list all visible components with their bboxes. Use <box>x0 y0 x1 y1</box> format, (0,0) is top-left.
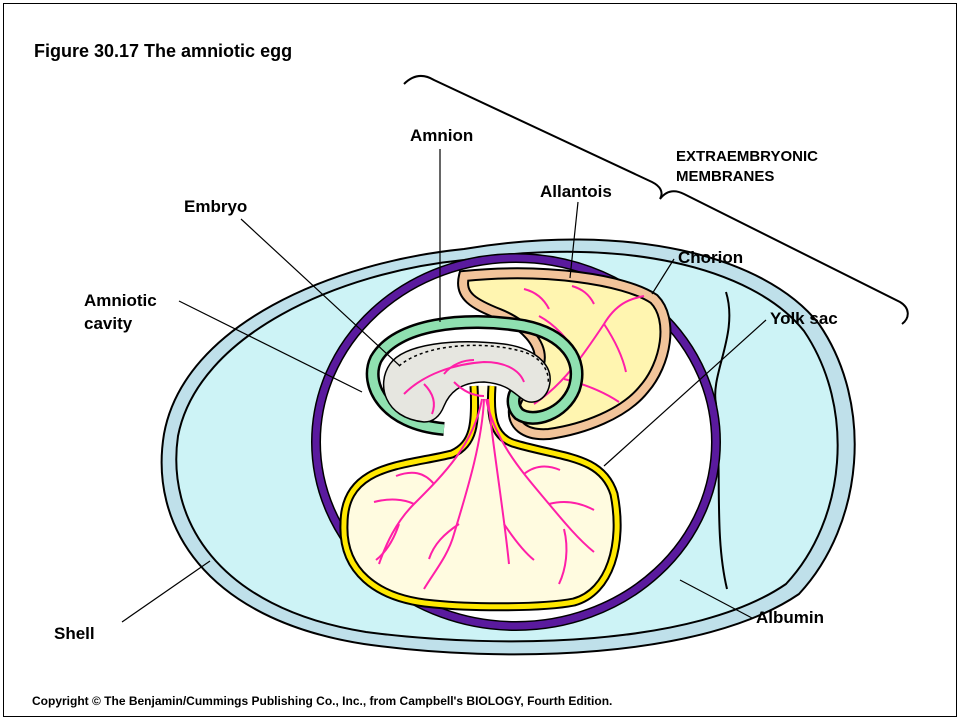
label-extraembryonic-2: MEMBRANES <box>676 168 774 185</box>
label-allantois: Allantois <box>540 182 612 201</box>
label-amniotic-cavity-1: Amniotic <box>84 291 157 310</box>
label-embryo: Embryo <box>184 197 247 216</box>
shell-leader <box>122 561 210 622</box>
label-amniotic-cavity-2: cavity <box>84 314 133 333</box>
label-chorion: Chorion <box>678 248 743 267</box>
label-yolk-sac: Yolk sac <box>770 309 838 328</box>
label-amnion: Amnion <box>410 126 473 145</box>
label-extraembryonic-1: EXTRAEMBRYONIC <box>676 148 818 165</box>
copyright-notice: Copyright © The Benjamin/Cummings Publis… <box>32 694 612 708</box>
label-shell: Shell <box>54 624 95 643</box>
figure-frame: Figure 30.17 The amniotic egg <box>3 3 957 717</box>
label-albumin: Albumin <box>756 608 824 627</box>
amniotic-egg-diagram: Amnion EXTRAEMBRYONIC MEMBRANES Allantoi… <box>4 4 958 718</box>
